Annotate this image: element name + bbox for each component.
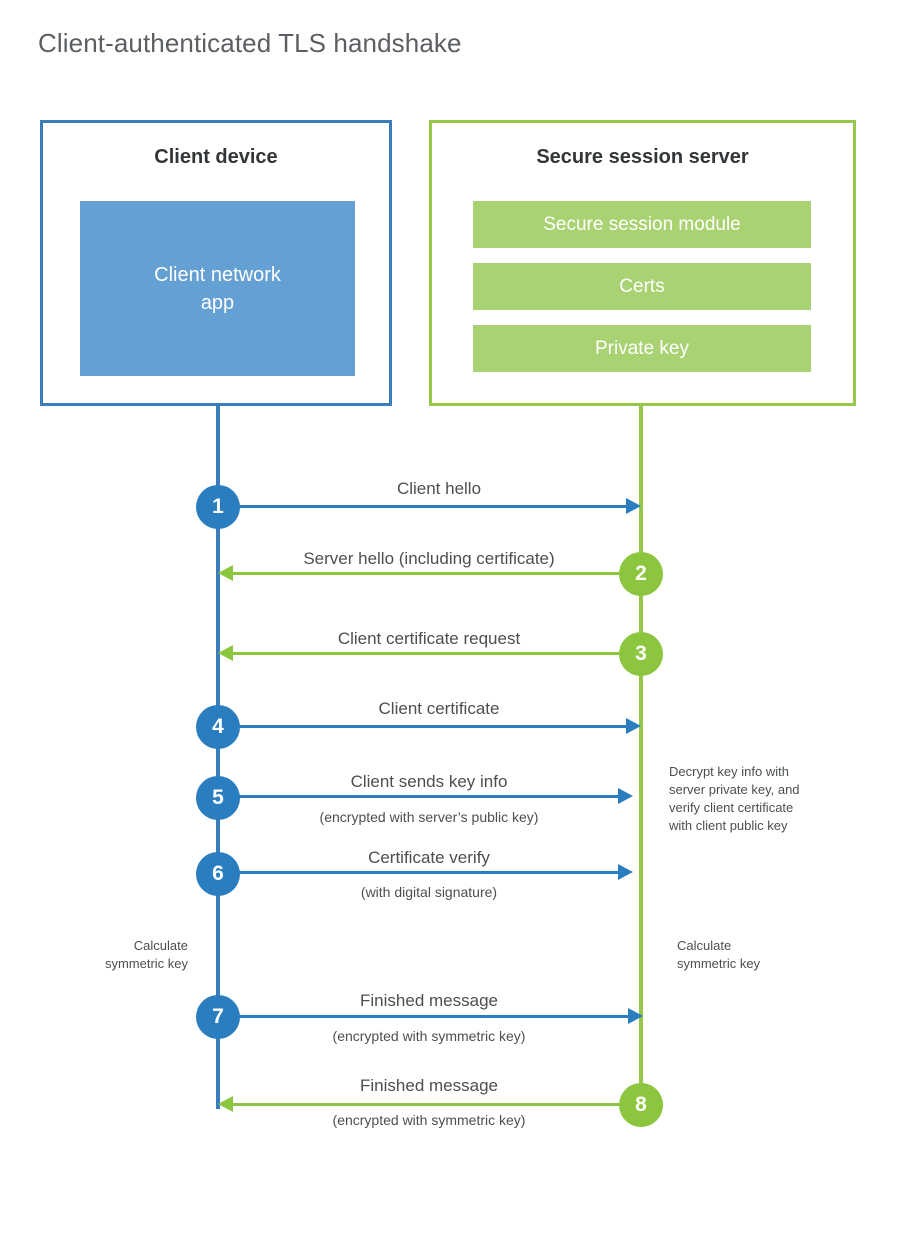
- step-label-5: Client sends key info: [350, 772, 508, 791]
- arrow-line-step-7: [218, 1015, 628, 1018]
- note-client-calculate-symmetric-key: Calculate symmetric key: [104, 938, 188, 971]
- step-sublabel-5: (encrypted with server’s public key): [319, 809, 539, 825]
- step-label-6: Certificate verify: [368, 848, 490, 867]
- secure-session-server-title: Secure session server: [536, 146, 749, 168]
- arrow-head-step-8: [218, 1096, 233, 1112]
- server-lifeline: [639, 403, 643, 1107]
- secure-session-server-box: Secure session server Secure session mod…: [429, 120, 856, 406]
- step-label-1: Client hello: [396, 479, 482, 498]
- step-circle-5[interactable]: 5: [196, 776, 240, 820]
- server-component-private-key: Private key: [473, 325, 811, 372]
- arrow-line-step-4: [218, 725, 626, 728]
- arrow-head-step-1: [626, 498, 641, 514]
- step-circle-3[interactable]: 3: [619, 632, 663, 676]
- client-device-title: Client device: [154, 146, 278, 168]
- note-server-calculate-symmetric-key: Calculate symmetric key: [677, 938, 761, 971]
- arrow-line-step-6: [218, 871, 618, 874]
- arrow-line-step-3: [232, 652, 641, 655]
- step-circle-1[interactable]: 1: [196, 485, 240, 529]
- step-label-2: Server hello (including certificate): [303, 549, 555, 568]
- arrow-line-step-1: [218, 505, 626, 508]
- arrow-head-step-6: [618, 864, 633, 880]
- step-circle-4[interactable]: 4: [196, 705, 240, 749]
- step-label-7: Finished message: [360, 991, 498, 1010]
- page-title: Client-authenticated TLS handshake: [38, 28, 462, 58]
- step-sublabel-7: (encrypted with symmetric key): [332, 1028, 526, 1044]
- step-circle-2[interactable]: 2: [619, 552, 663, 596]
- arrow-head-step-5: [618, 788, 633, 804]
- step-sublabel-8: (encrypted with symmetric key): [332, 1112, 526, 1128]
- arrow-line-step-5: [218, 795, 618, 798]
- arrow-line-step-2: [232, 572, 641, 575]
- arrow-head-step-7: [628, 1008, 643, 1024]
- step-circle-7[interactable]: 7: [196, 995, 240, 1039]
- server-component-certs: Certs: [473, 263, 811, 310]
- client-network-app-block: Client network app: [80, 201, 355, 376]
- arrow-line-step-8: [232, 1103, 641, 1106]
- client-lifeline: [216, 403, 220, 1109]
- note-server-decrypt: Decrypt key info with server private key…: [669, 764, 800, 833]
- client-device-box: Client device Client network app: [40, 120, 392, 406]
- arrow-head-step-4: [626, 718, 641, 734]
- arrow-head-step-2: [218, 565, 233, 581]
- step-circle-6[interactable]: 6: [196, 852, 240, 896]
- step-circle-8[interactable]: 8: [619, 1083, 663, 1127]
- step-sublabel-6: (with digital signature): [360, 884, 498, 900]
- step-label-4: Client certificate: [378, 699, 500, 718]
- arrow-head-step-3: [218, 645, 233, 661]
- server-component-secure-session-module: Secure session module: [473, 201, 811, 248]
- step-label-8: Finished message: [360, 1076, 498, 1095]
- step-label-3: Client certificate request: [337, 629, 521, 648]
